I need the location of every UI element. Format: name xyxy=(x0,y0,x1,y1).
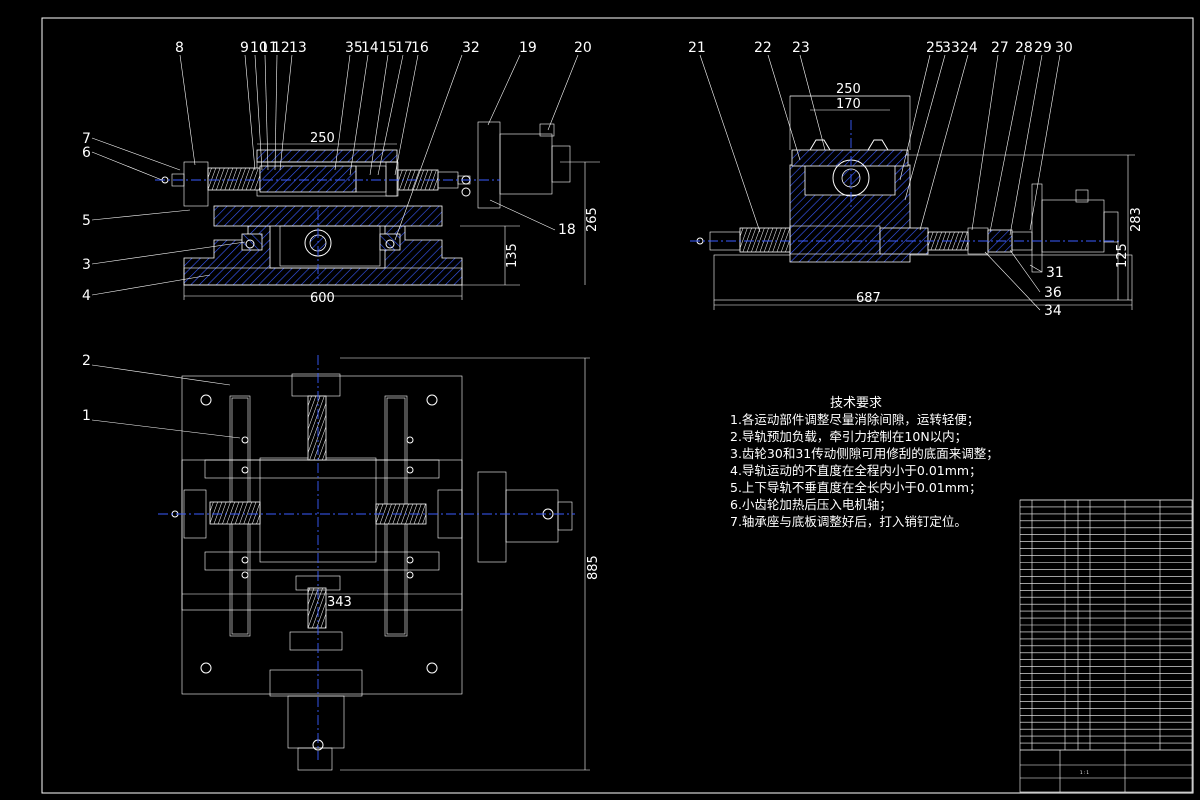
tech-req-item-5: 5.上下导轨不垂直度在全长内小于0.01mm； xyxy=(730,480,982,495)
dim-plan-343: 343 xyxy=(327,595,352,610)
label-12: 12 xyxy=(272,40,290,56)
tech-req-item-3: 3.齿轮30和31传动侧隙可用修刮的底面来调整； xyxy=(730,446,999,461)
dim-front-600: 600 xyxy=(310,291,335,306)
dim-side-250: 250 xyxy=(836,82,861,97)
part-number-labels: 8 9 10 11 12 13 35 14 15 17 16 32 19 20 … xyxy=(82,40,1073,424)
front-section-view xyxy=(91,54,600,300)
label-24: 24 xyxy=(960,40,978,56)
dim-plan-885: 885 xyxy=(586,555,601,580)
dim-side-125: 125 xyxy=(1115,243,1130,268)
label-1: 1 xyxy=(82,408,91,424)
dim-side-283: 283 xyxy=(1129,207,1144,232)
dim-side-170: 170 xyxy=(836,97,861,112)
label-8: 8 xyxy=(175,40,184,56)
label-6: 6 xyxy=(82,145,91,161)
dim-front-135: 135 xyxy=(505,243,520,268)
drawing-frame xyxy=(41,17,1194,794)
label-33: 33 xyxy=(942,40,960,56)
label-3: 3 xyxy=(82,257,91,273)
dim-front-250: 250 xyxy=(310,131,335,146)
label-18: 18 xyxy=(558,222,576,238)
label-23: 23 xyxy=(792,40,810,56)
tech-req-item-6: 6.小齿轮加热后压入电机轴； xyxy=(730,497,892,512)
label-29: 29 xyxy=(1034,40,1052,56)
label-36: 36 xyxy=(1044,285,1062,301)
label-35: 35 xyxy=(345,40,363,56)
label-2: 2 xyxy=(82,353,91,369)
tech-req-title: 技术要求 xyxy=(830,396,882,411)
dim-side-687: 687 xyxy=(856,291,881,306)
label-7: 7 xyxy=(82,131,91,147)
label-15: 15 xyxy=(379,40,397,56)
label-22: 22 xyxy=(754,40,772,56)
label-16: 16 xyxy=(411,40,429,56)
label-27: 27 xyxy=(991,40,1009,56)
label-32: 32 xyxy=(462,40,480,56)
label-30: 30 xyxy=(1055,40,1073,56)
label-11: 11 xyxy=(260,40,278,56)
tech-req-item-1: 1.各运动部件调整尽量消除间隙，运转轻便； xyxy=(730,412,979,427)
label-5: 5 xyxy=(82,213,91,229)
technical-requirements: 技术要求 1.各运动部件调整尽量消除间隙，运转轻便； 2.导轨预加负载，牵引力控… xyxy=(730,396,999,529)
dimension-texts: 250 600 135 265 250 170 283 125 687 885 … xyxy=(310,82,1144,610)
label-10: 10 xyxy=(250,40,268,56)
label-13: 13 xyxy=(289,40,307,56)
label-17: 17 xyxy=(395,40,413,56)
label-20: 20 xyxy=(574,40,592,56)
label-34: 34 xyxy=(1044,303,1062,319)
label-31: 31 xyxy=(1046,265,1064,281)
label-19: 19 xyxy=(519,40,537,56)
label-4: 4 xyxy=(82,288,91,304)
title-block-scale: 1 : 1 xyxy=(1080,770,1089,775)
label-9: 9 xyxy=(240,40,249,56)
plan-view xyxy=(91,355,590,771)
dim-front-265: 265 xyxy=(585,207,600,232)
title-block: 1 : 1 xyxy=(1019,499,1193,793)
side-section-view xyxy=(690,54,1135,311)
tech-req-item-7: 7.轴承座与底板调整好后，打入销钉定位。 xyxy=(730,514,967,529)
tech-req-item-4: 4.导轨运动的不直度在全程内小于0.01mm； xyxy=(730,463,982,478)
label-25: 25 xyxy=(926,40,944,56)
label-14: 14 xyxy=(361,40,379,56)
label-21: 21 xyxy=(688,40,706,56)
label-28: 28 xyxy=(1015,40,1033,56)
tech-req-item-2: 2.导轨预加负载，牵引力控制在10N以内； xyxy=(730,429,967,444)
